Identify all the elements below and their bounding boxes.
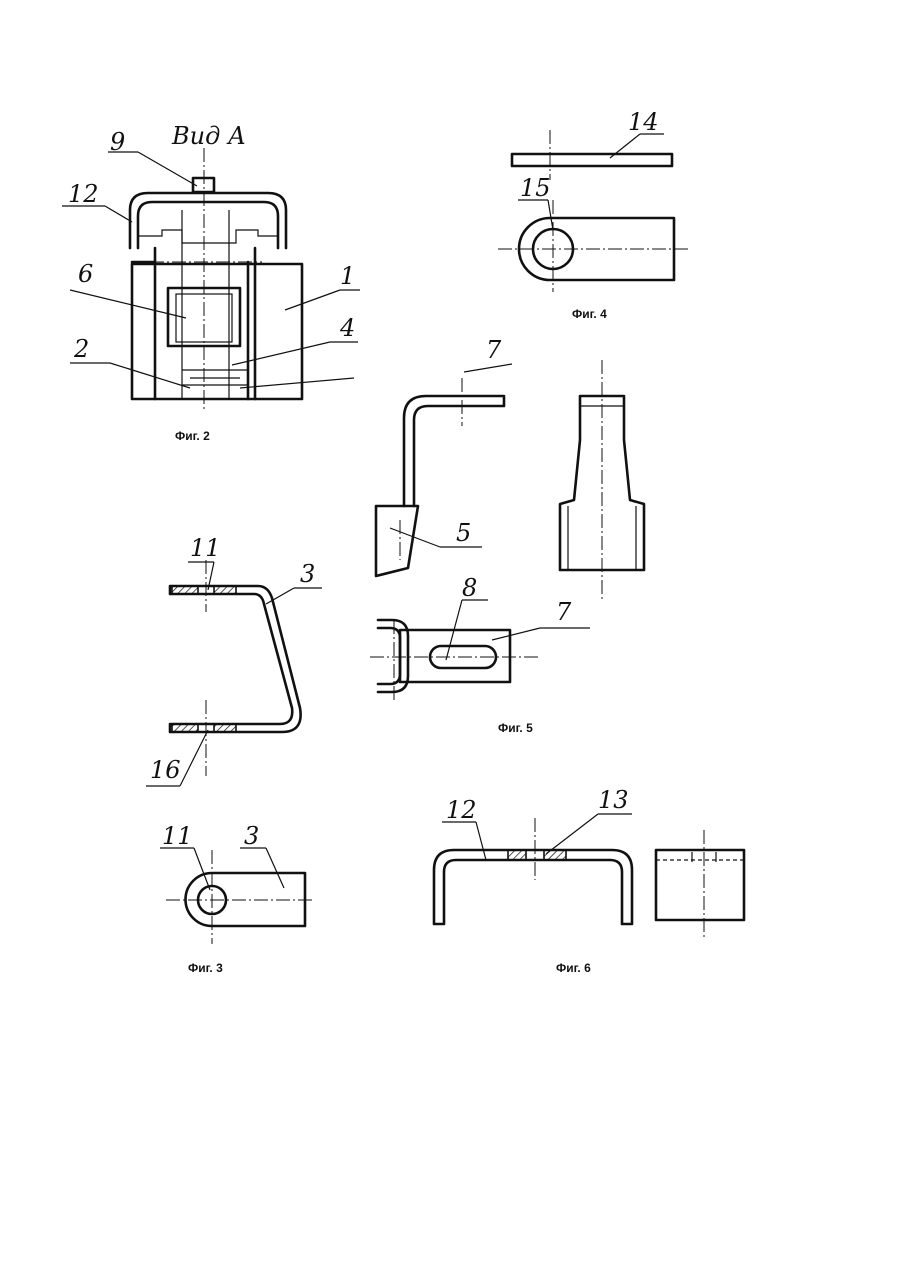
label-1: 1	[340, 262, 355, 290]
figure-2-caption: Фиг. 2	[175, 429, 210, 443]
view-a-label: Вид А	[171, 122, 246, 150]
bracket-top	[400, 630, 510, 682]
figure-2-assembly: Вид А 9 12 6 2	[62, 122, 360, 443]
label-15: 15	[520, 174, 551, 202]
label-6: 6	[78, 260, 93, 288]
label-16: 16	[150, 756, 181, 784]
figure-4-caption: Фиг. 4	[572, 307, 607, 321]
label-3-side: 3	[300, 560, 315, 588]
figure-6-caption: Фиг. 6	[556, 961, 591, 975]
label-7-top: 7	[486, 336, 502, 364]
label-14: 14	[628, 108, 659, 136]
label-5: 5	[456, 519, 471, 547]
label-7-bottom: 7	[556, 598, 572, 626]
bracket-side	[404, 396, 504, 506]
label-3-top: 3	[244, 822, 259, 850]
figure-4: 14 15 Фиг. 4	[498, 108, 690, 321]
cap-12-section	[434, 850, 632, 924]
figure-6: 12 13 Фиг. 6	[434, 786, 744, 975]
label-9: 9	[110, 128, 125, 156]
figure-5-caption: Фиг. 5	[498, 721, 533, 735]
label-12: 12	[68, 180, 99, 208]
label-8: 8	[462, 574, 477, 602]
clamp-5	[376, 506, 418, 576]
cap-12-inner	[138, 202, 278, 248]
label-11-top: 11	[190, 534, 221, 562]
label-12-fig6: 12	[446, 796, 477, 824]
body-1	[132, 264, 302, 399]
label-11-bottom: 11	[162, 822, 193, 850]
figure-3-caption: Фиг. 3	[188, 961, 223, 975]
bracket-3-side	[170, 586, 301, 732]
label-13: 13	[598, 786, 629, 814]
label-4: 4	[339, 314, 355, 342]
figure-5: 7 5 8 7 Фиг. 5	[370, 336, 644, 735]
label-2: 2	[73, 335, 89, 363]
plate-14-side	[512, 154, 672, 166]
figure-3: 11 3 16 11 3 Фиг. 3	[146, 534, 322, 975]
